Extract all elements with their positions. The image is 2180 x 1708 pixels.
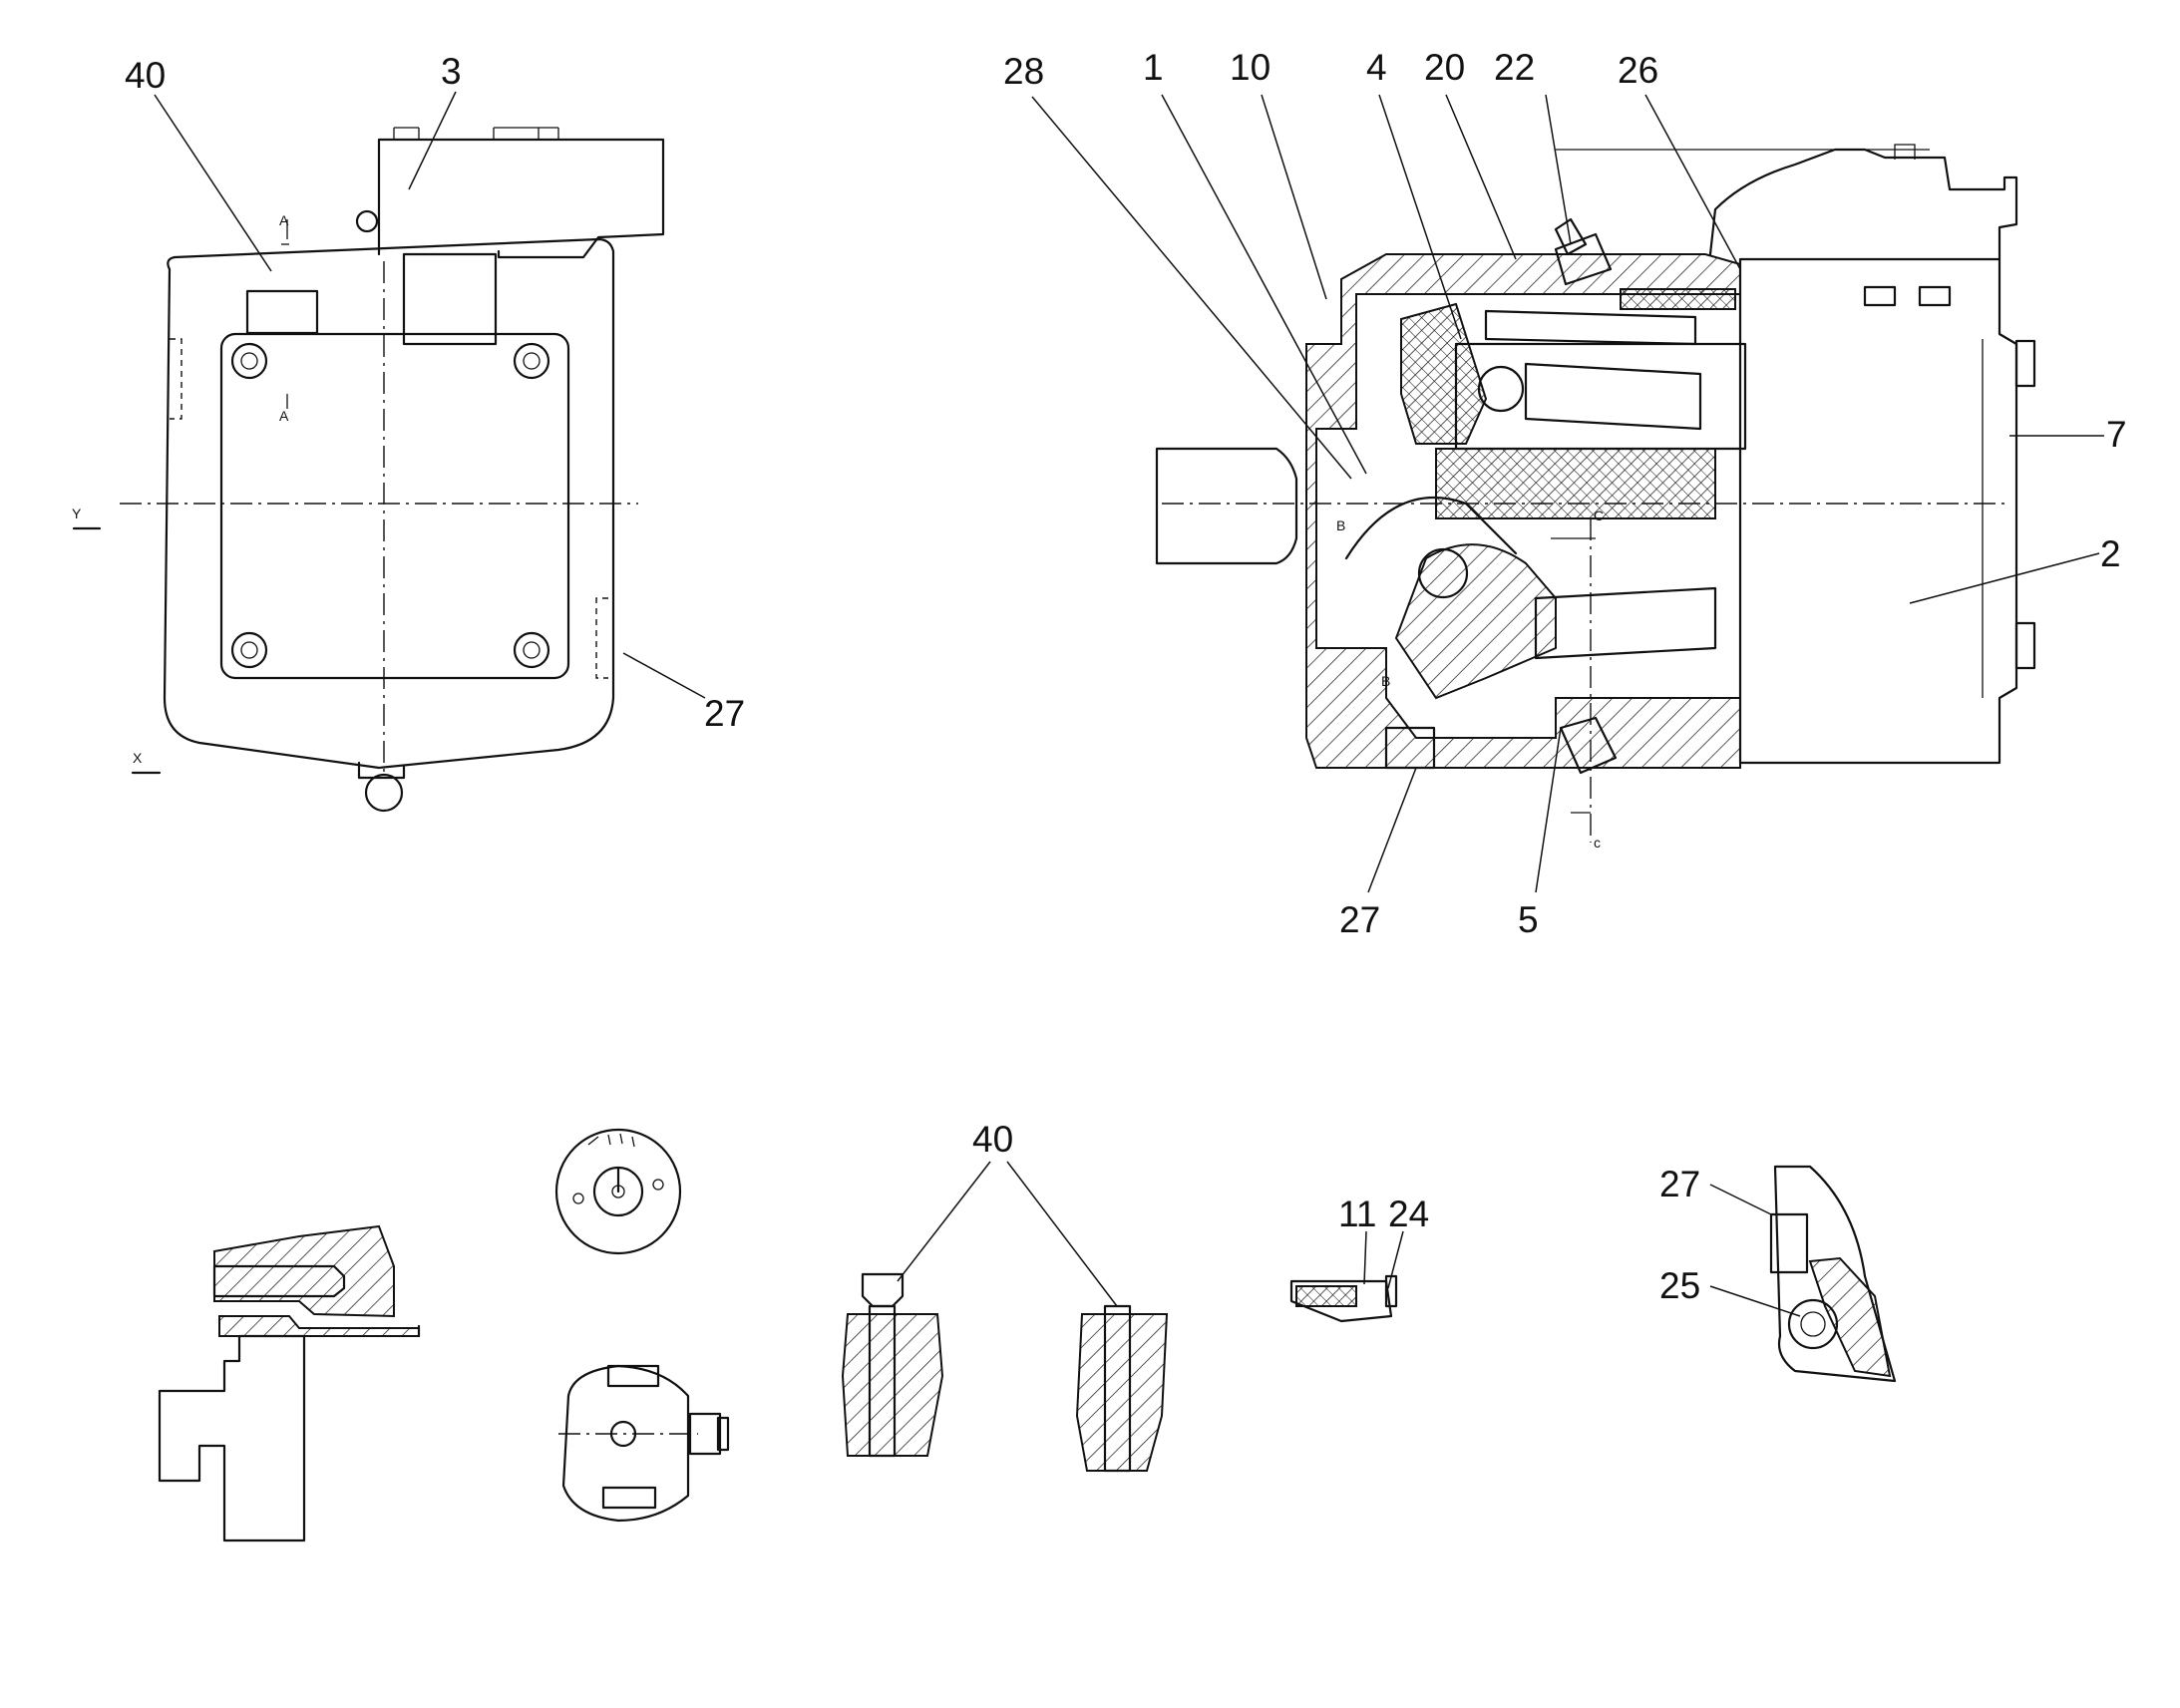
callout-24: 24	[1388, 1194, 1429, 1234]
piston-upper	[1524, 362, 1702, 431]
callout-22: 22	[1494, 47, 1535, 88]
section-view: C c B B	[1155, 144, 2036, 851]
lower-fitting-5	[1559, 716, 1618, 775]
callout-5: 5	[1518, 899, 1539, 940]
rear-valve-block-7	[1708, 148, 2018, 261]
detail-drain-port: 27 25	[1659, 1164, 1897, 1383]
callout-40-front: 40	[125, 55, 166, 96]
detail-fitting-11-24: 11 24	[1289, 1194, 1429, 1323]
piston-lower	[1534, 586, 1717, 660]
front-view-callouts: 40 3 27	[125, 51, 745, 734]
cover-plate	[219, 332, 570, 680]
detail-gauge-port-variants: 40	[841, 1119, 1169, 1473]
callout-2: 2	[2100, 533, 2121, 574]
swashplate-4	[1400, 302, 1488, 445]
detail-dial-gauge	[554, 1128, 682, 1255]
y-arrow-label: Y	[72, 506, 82, 521]
cover-bolts	[230, 342, 550, 669]
detail-shaft-section	[158, 1224, 421, 1542]
housing-outline	[163, 237, 615, 770]
section-mark-a-top: A	[279, 212, 289, 228]
section-view-callouts: 28 1 10 4 20 22 26 7 2 27 5	[1003, 47, 2127, 940]
callout-25: 25	[1659, 1265, 1700, 1306]
bottom-plug	[357, 761, 406, 780]
callout-27-section: 27	[1339, 899, 1380, 940]
callout-40-detail: 40	[972, 1119, 1013, 1160]
callout-20: 20	[1424, 47, 1465, 88]
callout-10: 10	[1230, 47, 1271, 88]
callout-27-front: 27	[704, 693, 745, 734]
detail-control-head	[558, 1364, 730, 1523]
section-mark-c-upper: C	[1594, 508, 1604, 523]
callout-7: 7	[2106, 414, 2127, 455]
callout-11: 11	[1338, 1194, 1376, 1234]
x-arrow-label: X	[133, 750, 143, 766]
gauge-port-40	[245, 289, 319, 335]
callout-1: 1	[1143, 47, 1164, 88]
section-mark-b-lower: B	[1381, 673, 1390, 689]
input-shaft	[1155, 447, 1298, 565]
section-mark-b-upper: B	[1336, 517, 1345, 533]
section-mark-c-lower: c	[1594, 835, 1601, 851]
main-housing-2	[1738, 257, 2018, 765]
pilot-fitting-20-22	[1554, 217, 1613, 286]
callout-28: 28	[1003, 51, 1044, 92]
control-valve-3	[377, 138, 665, 259]
callout-26: 26	[1618, 50, 1658, 91]
spring-26	[1620, 288, 1736, 310]
callout-27-detail: 27	[1659, 1164, 1700, 1204]
callout-4: 4	[1366, 47, 1387, 88]
front-view: A A Y X	[72, 127, 665, 813]
cylinder-block	[1435, 448, 1716, 519]
section-mark-a-bottom: A	[279, 408, 289, 424]
callout-3: 3	[441, 51, 462, 92]
